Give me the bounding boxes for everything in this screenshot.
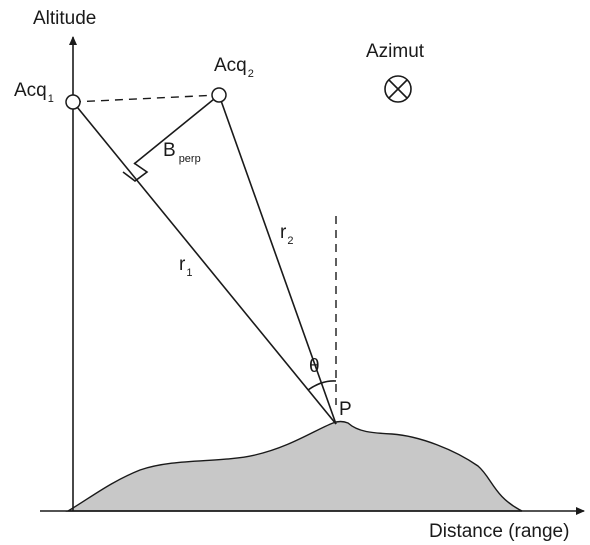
acq1-label: Acq1 — [14, 80, 54, 105]
point-p-label: P — [339, 399, 352, 420]
acq2-label: Acq2 — [214, 55, 254, 80]
acq1-position-marker — [65, 94, 81, 110]
theta-label: θ — [309, 356, 320, 377]
perpendicular-baseline — [133, 94, 220, 165]
slant-range-r2 — [218, 94, 337, 425]
theta-arc — [307, 380, 337, 391]
baseline-dashed — [72, 94, 220, 103]
azimut-into-page-icon — [384, 75, 412, 103]
azimut-label: Azimut — [366, 41, 425, 62]
slant-range-r1 — [72, 101, 337, 425]
range-axis-label: Distance (range) — [429, 521, 569, 542]
r2-label: r2 — [280, 222, 293, 247]
terrain-profile — [65, 420, 523, 512]
right-angle-marker — [122, 162, 149, 182]
acq2-position-marker — [211, 87, 227, 103]
r1-label: r1 — [179, 254, 192, 279]
altitude-label: Altitude — [33, 8, 96, 29]
